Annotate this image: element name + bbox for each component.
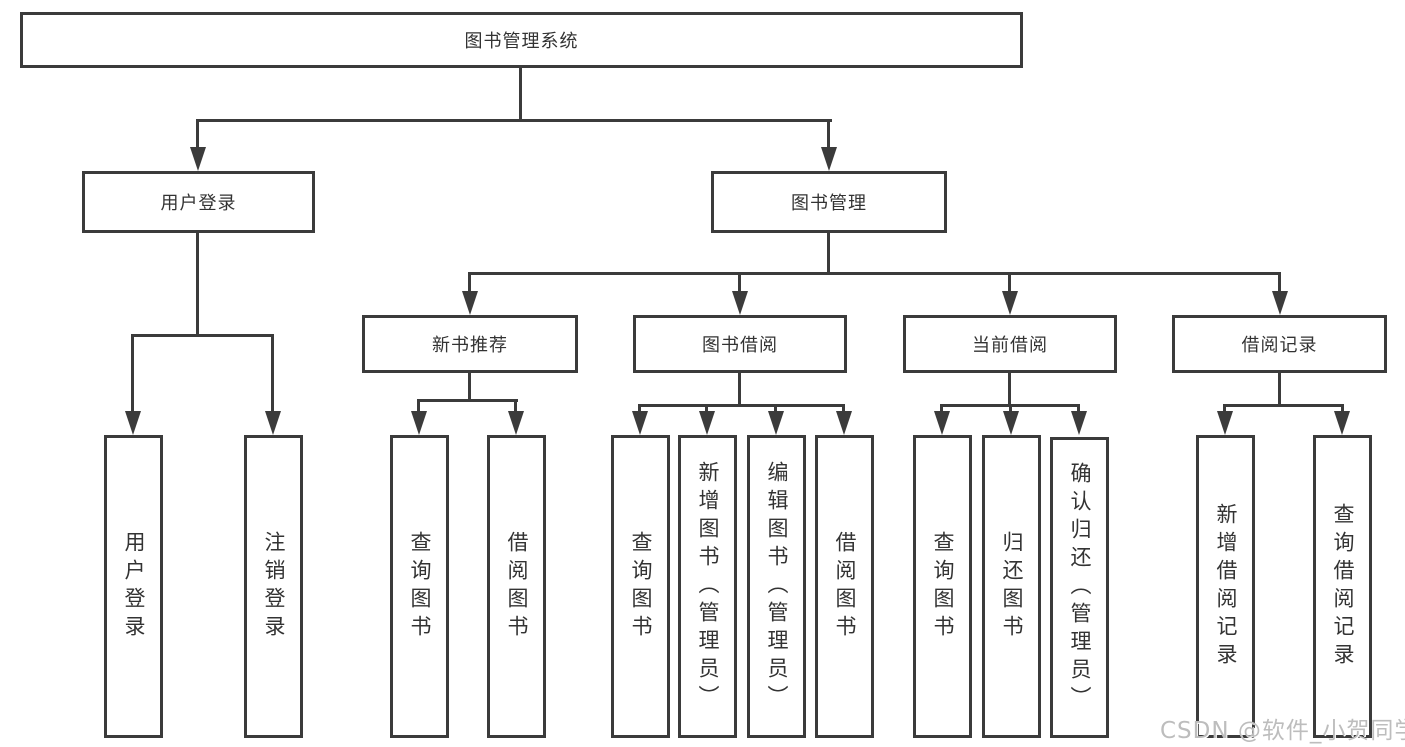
- connector-drop: [1009, 404, 1012, 412]
- node-query-borrow-record: 查询借阅记录: [1313, 435, 1372, 738]
- node-query-books-current: 查询图书: [913, 435, 972, 738]
- node-user-login: 用户登录: [82, 171, 315, 233]
- node-label: 图书管理系统: [464, 31, 579, 52]
- arrow-down-icon: [768, 411, 784, 435]
- node-label: 借阅图书: [505, 530, 529, 643]
- arrow-down-icon: [1003, 411, 1019, 435]
- arrow-down-icon: [699, 411, 715, 435]
- node-book-borrowing: 图书借阅: [633, 315, 847, 373]
- node-logout-action: 注销登录: [244, 435, 303, 738]
- node-label: 注销登录: [262, 530, 286, 643]
- connector-drop-current: [1008, 272, 1011, 292]
- connector-drop-book-management: [827, 119, 830, 148]
- node-user-login-action: 用户登录: [104, 435, 163, 738]
- arrow-down-icon: [934, 411, 950, 435]
- connector-drop-records: [1278, 272, 1281, 292]
- node-query-books-recommend: 查询图书: [390, 435, 449, 738]
- node-query-books-borrow: 查询图书: [611, 435, 670, 738]
- connector-drop: [1341, 404, 1344, 412]
- node-current-borrowing: 当前借阅: [903, 315, 1117, 373]
- connector-drop-user-login: [196, 119, 199, 148]
- arrow-down-icon: [732, 291, 748, 315]
- arrow-down-icon: [1334, 411, 1350, 435]
- connector-drop-recommend: [468, 272, 471, 292]
- connector-drop: [842, 404, 845, 412]
- connector-recommend-bus: [417, 399, 518, 402]
- node-label: 图书借阅: [702, 335, 778, 356]
- arrow-down-icon: [462, 291, 478, 315]
- arrow-down-icon: [508, 411, 524, 435]
- connector-records-bus: [1223, 404, 1344, 407]
- connector-drop: [940, 404, 943, 412]
- node-book-management: 图书管理: [711, 171, 947, 233]
- node-label: 新书推荐: [432, 335, 508, 356]
- node-label: 当前借阅: [972, 335, 1048, 356]
- node-label: 查询图书: [408, 530, 432, 643]
- node-edit-books-admin: 编辑图书（管理员）: [747, 435, 806, 738]
- connector-book-management-stem: [827, 233, 830, 274]
- connector-drop-login-leaf: [131, 334, 134, 412]
- arrow-down-icon: [1217, 411, 1233, 435]
- node-borrow-books-recommend: 借阅图书: [487, 435, 546, 738]
- connector-current-stem: [1008, 373, 1011, 406]
- connector-root-bus: [196, 119, 832, 122]
- node-label: 查询图书: [931, 530, 955, 643]
- node-add-borrow-record: 新增借阅记录: [1196, 435, 1255, 738]
- arrow-down-icon: [632, 411, 648, 435]
- arrow-down-icon: [1071, 411, 1087, 435]
- arrow-down-icon: [1002, 291, 1018, 315]
- node-new-book-recommendation: 新书推荐: [362, 315, 578, 373]
- node-borrow-books-action: 借阅图书: [815, 435, 874, 738]
- node-label: 新增图书（管理员）: [696, 460, 720, 713]
- connector-drop: [1077, 404, 1080, 412]
- connector-records-stem: [1278, 373, 1281, 406]
- node-label: 查询借阅记录: [1331, 502, 1355, 671]
- node-label: 新增借阅记录: [1214, 502, 1238, 671]
- node-library-management-system: 图书管理系统: [20, 12, 1023, 68]
- node-label: 编辑图书（管理员）: [765, 460, 789, 713]
- connector-recommend-stem: [468, 373, 471, 401]
- arrow-down-icon: [265, 411, 281, 435]
- connector-drop: [774, 404, 777, 412]
- node-confirm-return-admin: 确认归还（管理员）: [1050, 437, 1109, 738]
- connector-book-management-bus: [468, 272, 1281, 275]
- arrow-down-icon: [125, 411, 141, 435]
- connector-user-login-bus: [131, 334, 274, 337]
- node-label: 图书管理: [791, 193, 867, 214]
- node-label: 查询图书: [629, 530, 653, 643]
- connector-drop-logout-leaf: [271, 334, 274, 412]
- node-label: 确认归还（管理员）: [1068, 461, 1092, 714]
- connector-drop: [514, 399, 517, 412]
- node-label: 用户登录: [160, 193, 237, 214]
- connector-borrow-stem: [738, 373, 741, 406]
- connector-root-stem: [519, 68, 522, 120]
- node-label: 用户登录: [122, 530, 146, 643]
- node-return-books: 归还图书: [982, 435, 1041, 738]
- node-label: 借阅记录: [1241, 335, 1318, 356]
- connector-user-login-stem: [196, 233, 199, 335]
- arrow-down-icon: [190, 147, 206, 171]
- arrow-down-icon: [821, 147, 837, 171]
- arrow-down-icon: [1272, 291, 1288, 315]
- node-label: 借阅图书: [833, 530, 857, 643]
- connector-borrow-bus: [638, 404, 845, 407]
- arrow-down-icon: [411, 411, 427, 435]
- node-borrowing-records: 借阅记录: [1172, 315, 1387, 373]
- connector-drop: [638, 404, 641, 412]
- connector-drop: [705, 404, 708, 412]
- connector-drop-borrow: [738, 272, 741, 292]
- connector-drop: [417, 399, 420, 412]
- node-add-books-admin: 新增图书（管理员）: [678, 435, 737, 738]
- node-label: 归还图书: [1000, 530, 1024, 643]
- arrow-down-icon: [836, 411, 852, 435]
- csdn-watermark: CSDN @软件_小贺同学: [1160, 718, 1405, 744]
- connector-drop: [1223, 404, 1226, 412]
